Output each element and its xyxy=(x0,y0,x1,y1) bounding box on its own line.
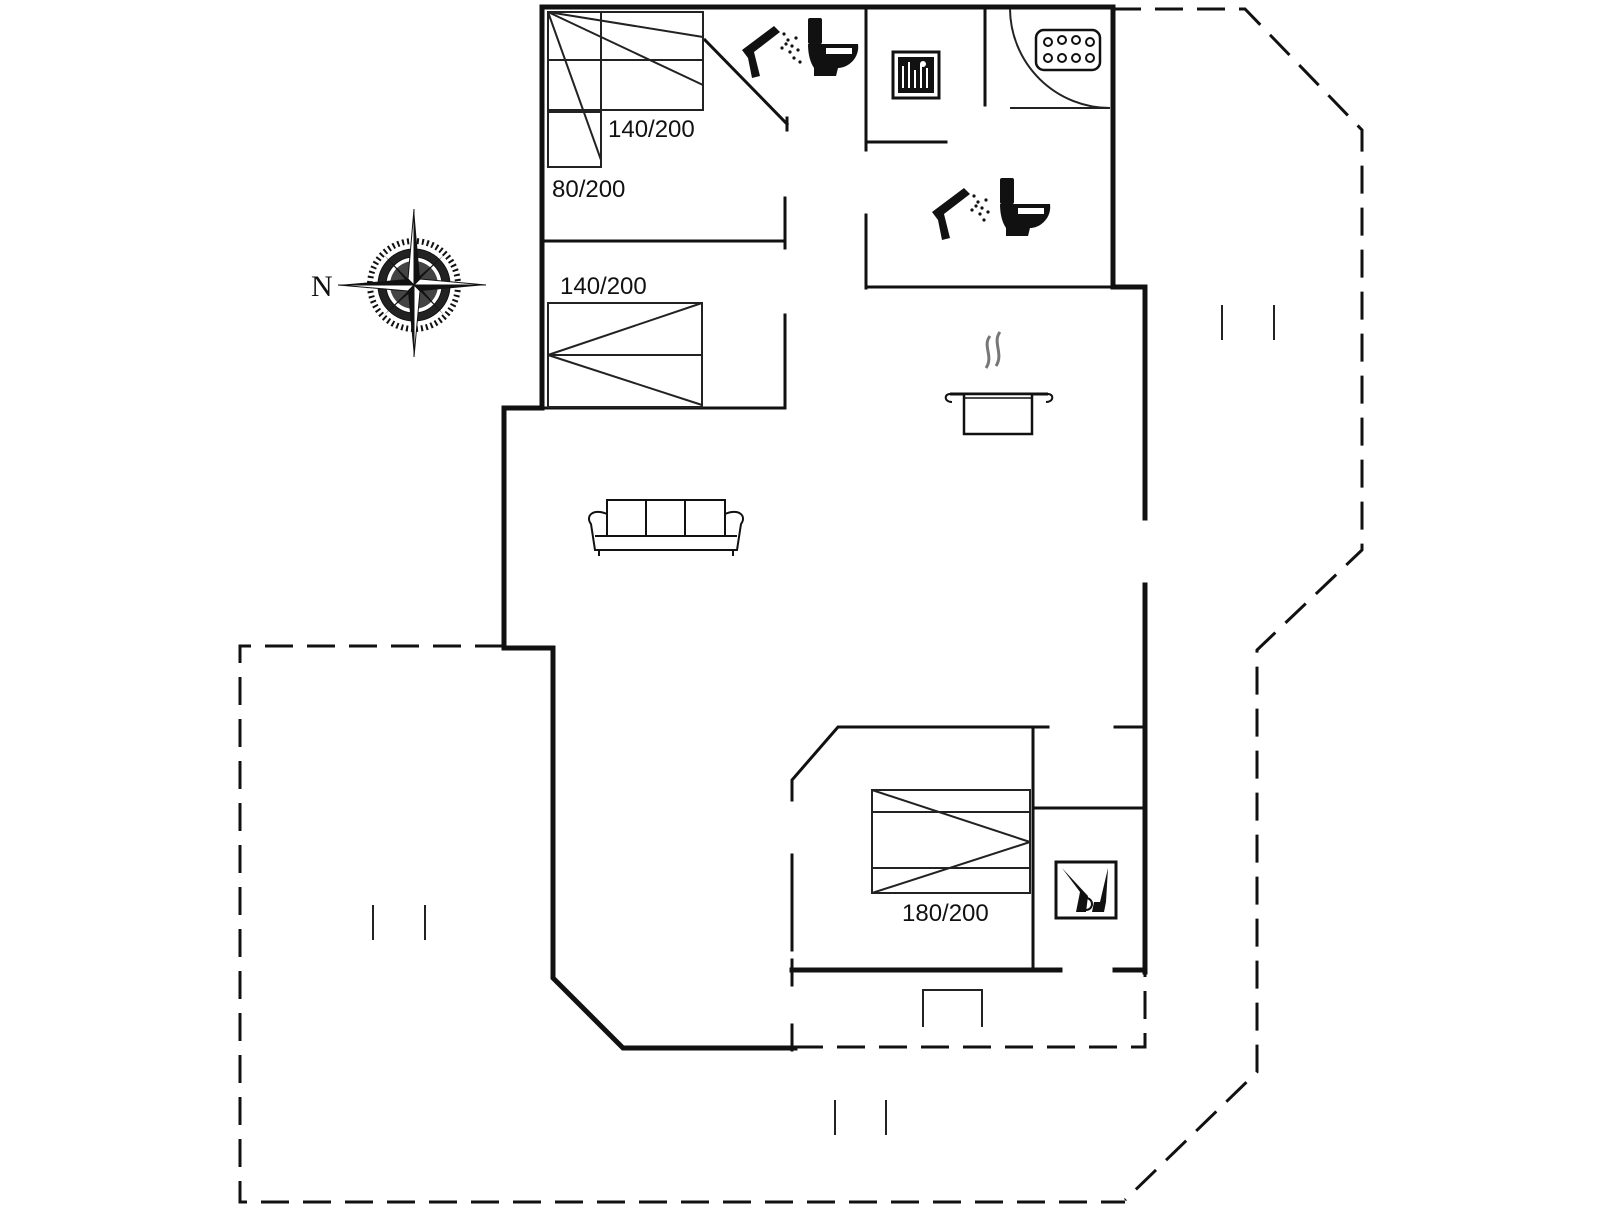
bed-180-200 xyxy=(871,789,1031,894)
bed-label-140-200-top: 140/200 xyxy=(608,116,695,143)
bed-140-200-top xyxy=(547,11,704,111)
sauna-icon xyxy=(891,50,941,100)
exterior-walls xyxy=(501,4,1148,1051)
bed-label-180-200: 180/200 xyxy=(902,900,989,927)
cooking-pot-icon xyxy=(944,331,1054,436)
washing-machine-icon xyxy=(1054,860,1118,920)
compass-north-label: N xyxy=(311,270,333,303)
bed-80-200 xyxy=(547,11,602,168)
terrace-southwest xyxy=(238,644,1125,1204)
spa-bath-icon xyxy=(1034,28,1102,72)
toilet-icon xyxy=(808,18,859,76)
shower-icon xyxy=(742,26,802,78)
compass-rose-icon xyxy=(337,208,487,358)
bed-140-200-second xyxy=(547,302,703,408)
doors xyxy=(702,8,1111,127)
entrance-porch xyxy=(795,970,1147,1049)
bed-label-80-200: 80/200 xyxy=(552,176,625,203)
shower-icon xyxy=(932,188,990,240)
bed-label-140-200-second: 140/200 xyxy=(560,273,647,300)
terrace-east xyxy=(1113,7,1364,1202)
toilet-icon xyxy=(1000,178,1051,236)
sofa-icon xyxy=(588,499,744,556)
